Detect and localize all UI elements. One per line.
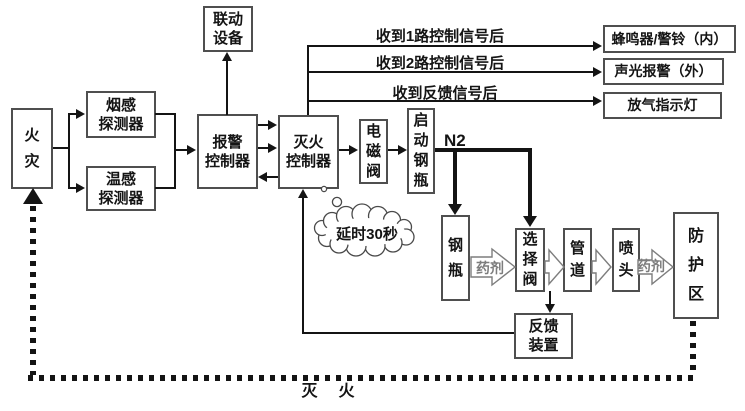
node-start-cylinder: 启 动 钢 瓶 (407, 108, 435, 194)
connector-line (70, 187, 78, 189)
arrowhead (593, 41, 602, 51)
connector-line (307, 71, 594, 73)
arrowhead (258, 172, 267, 182)
arrowhead (23, 188, 43, 204)
arrowhead (593, 67, 602, 77)
node-solenoid-valve: 电 磁 阀 (359, 119, 388, 184)
node-buzzer-bell: 蜂鸣器/警铃（内） (603, 25, 736, 53)
dotted-line (28, 375, 696, 381)
thought-bubble-dot (320, 185, 328, 193)
label-signal-route2: 收到2路控制信号后 (375, 55, 505, 72)
connector-line (339, 149, 350, 151)
label-signal-feedback: 收到反馈信号后 (392, 85, 498, 102)
connector-line (174, 149, 188, 151)
connector-line (155, 113, 176, 115)
label-delay: 延时30秒 (336, 226, 398, 243)
arrowhead (398, 145, 407, 155)
arrowhead (298, 189, 308, 198)
connector-line (258, 147, 269, 149)
arrowhead (268, 143, 277, 153)
dotted-line (690, 321, 696, 375)
node-feedback-device: 反馈 装置 (514, 313, 573, 359)
node-extinguishing-controller: 灭火 控制器 (278, 115, 339, 189)
arrowhead (76, 183, 85, 193)
node-nozzle: 喷 头 (612, 228, 640, 292)
flow-arrow (544, 248, 565, 286)
node-protection-zone: 防 护 区 (673, 212, 719, 319)
connector-line (307, 45, 594, 47)
node-gas-release-indicator: 放气指示灯 (603, 92, 722, 119)
dotted-line (30, 206, 36, 375)
connector-line (303, 332, 514, 334)
arrowhead (187, 145, 196, 155)
node-pipe: 管 道 (563, 228, 592, 292)
arrowhead (448, 204, 462, 215)
node-cylinder: 钢 瓶 (441, 215, 470, 301)
node-alarm-controller: 报警 控制器 (197, 114, 258, 189)
label-extinguish: 灭 火 (301, 383, 359, 400)
node-heat-detector: 温感 探测器 (86, 166, 156, 211)
node-selector-valve: 选 择 阀 (515, 228, 545, 292)
connector-line (70, 113, 78, 115)
label-agent-right: 药剂 (637, 258, 665, 274)
connector-line (155, 187, 176, 189)
connector-line (267, 176, 278, 178)
arrowhead (593, 96, 602, 106)
label-signal-route1: 收到1路控制信号后 (375, 28, 505, 45)
connector-line (258, 124, 269, 126)
arrowhead (76, 109, 85, 119)
arrowhead (545, 304, 555, 313)
delay-cloud-shape (313, 185, 415, 257)
connector-line (68, 113, 70, 189)
thought-bubble-dot (331, 196, 343, 208)
arrowhead (523, 216, 537, 227)
connector-line (174, 113, 176, 189)
node-linkage-equipment: 联动 设备 (203, 6, 253, 52)
connector-line (307, 100, 594, 102)
node-sound-light-alarm: 声光报警（外） (603, 58, 724, 85)
label-n2: N2 (444, 131, 466, 150)
flow-arrow (591, 248, 612, 286)
connector-line (302, 198, 304, 334)
connector-line (307, 45, 309, 115)
n2-line (435, 148, 532, 152)
connector-line (388, 149, 399, 151)
connector-line (53, 147, 69, 149)
n2-line (453, 148, 457, 205)
n2-line (528, 148, 532, 217)
arrowhead (268, 120, 277, 130)
node-fire: 火 灾 (11, 108, 53, 189)
connector-line (226, 60, 228, 115)
connector-line (549, 291, 551, 304)
label-agent-left: 药剂 (476, 260, 504, 276)
arrowhead (349, 145, 358, 155)
agent-flow-arrow (637, 248, 675, 286)
agent-flow-arrow (470, 247, 517, 287)
arrowhead (222, 52, 232, 61)
node-smoke-detector: 烟感 探测器 (86, 91, 156, 138)
